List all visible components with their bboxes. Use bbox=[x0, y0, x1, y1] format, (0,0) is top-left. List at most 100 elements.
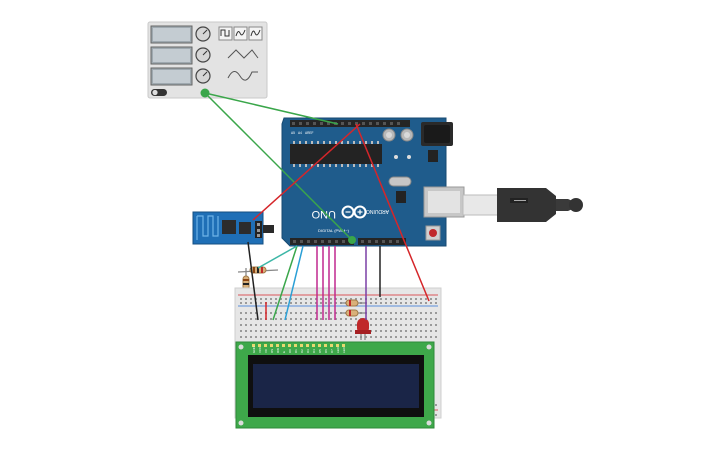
breadboard-hole[interactable] bbox=[410, 312, 412, 314]
breadboard-hole[interactable] bbox=[410, 298, 412, 300]
breadboard-hole[interactable] bbox=[390, 312, 392, 314]
usb-cable[interactable] bbox=[462, 188, 583, 222]
breadboard-hole[interactable] bbox=[270, 324, 272, 326]
breadboard-hole[interactable] bbox=[240, 324, 242, 326]
breadboard-hole[interactable] bbox=[305, 312, 307, 314]
breadboard-hole[interactable] bbox=[385, 330, 387, 332]
breadboard-hole[interactable] bbox=[435, 330, 437, 332]
breadboard-hole[interactable] bbox=[400, 324, 402, 326]
breadboard-hole[interactable] bbox=[245, 318, 247, 320]
breadboard-hole[interactable] bbox=[400, 318, 402, 320]
breadboard-hole[interactable] bbox=[315, 302, 317, 304]
breadboard-hole[interactable] bbox=[320, 324, 322, 326]
breadboard-hole[interactable] bbox=[320, 336, 322, 338]
breadboard-hole[interactable] bbox=[385, 318, 387, 320]
breadboard-hole[interactable] bbox=[370, 312, 372, 314]
power-switch[interactable] bbox=[151, 89, 167, 96]
breadboard-hole[interactable] bbox=[330, 298, 332, 300]
breadboard-hole[interactable] bbox=[280, 336, 282, 338]
breadboard-hole[interactable] bbox=[240, 298, 242, 300]
breadboard-hole[interactable] bbox=[410, 318, 412, 320]
breadboard-hole[interactable] bbox=[250, 324, 252, 326]
breadboard-hole[interactable] bbox=[395, 302, 397, 304]
breadboard-hole[interactable] bbox=[255, 336, 257, 338]
breadboard-hole[interactable] bbox=[315, 312, 317, 314]
breadboard-hole[interactable] bbox=[375, 330, 377, 332]
breadboard-hole[interactable] bbox=[355, 318, 357, 320]
breadboard-hole[interactable] bbox=[350, 298, 352, 300]
breadboard-hole[interactable] bbox=[325, 302, 327, 304]
breadboard-hole[interactable] bbox=[395, 318, 397, 320]
breadboard-hole[interactable] bbox=[300, 324, 302, 326]
lcd-16x2[interactable]: GND VCC V0 RS RW E D0 D1 D2 D3 D4 D5 D6 … bbox=[235, 341, 435, 429]
breadboard-hole[interactable] bbox=[425, 312, 427, 314]
resistor-3[interactable] bbox=[340, 299, 366, 307]
breadboard-hole[interactable] bbox=[285, 298, 287, 300]
breadboard-hole[interactable] bbox=[390, 330, 392, 332]
breadboard-hole[interactable] bbox=[370, 336, 372, 338]
breadboard-hole[interactable] bbox=[305, 302, 307, 304]
breadboard-hole[interactable] bbox=[260, 336, 262, 338]
breadboard-hole[interactable] bbox=[355, 298, 357, 300]
breadboard-hole[interactable] bbox=[240, 312, 242, 314]
breadboard-hole[interactable] bbox=[325, 312, 327, 314]
breadboard-hole[interactable] bbox=[395, 312, 397, 314]
breadboard-hole[interactable] bbox=[300, 318, 302, 320]
breadboard-hole[interactable] bbox=[240, 330, 242, 332]
breadboard-hole[interactable] bbox=[425, 324, 427, 326]
breadboard-hole[interactable] bbox=[260, 302, 262, 304]
breadboard-hole[interactable] bbox=[280, 298, 282, 300]
breadboard-hole[interactable] bbox=[420, 324, 422, 326]
breadboard-hole[interactable] bbox=[390, 324, 392, 326]
breadboard-hole[interactable] bbox=[310, 324, 312, 326]
breadboard-hole[interactable] bbox=[265, 330, 267, 332]
breadboard-hole[interactable] bbox=[330, 312, 332, 314]
breadboard-hole[interactable] bbox=[335, 330, 337, 332]
breadboard-hole[interactable] bbox=[295, 336, 297, 338]
breadboard-hole[interactable] bbox=[250, 318, 252, 320]
breadboard-hole[interactable] bbox=[315, 318, 317, 320]
breadboard-hole[interactable] bbox=[415, 312, 417, 314]
breadboard-hole[interactable] bbox=[315, 298, 317, 300]
breadboard-hole[interactable] bbox=[395, 324, 397, 326]
breadboard-hole[interactable] bbox=[275, 330, 277, 332]
breadboard-hole[interactable] bbox=[410, 330, 412, 332]
breadboard-hole[interactable] bbox=[305, 318, 307, 320]
breadboard-hole[interactable] bbox=[250, 312, 252, 314]
breadboard-hole[interactable] bbox=[245, 336, 247, 338]
breadboard-hole[interactable] bbox=[375, 318, 377, 320]
breadboard-hole[interactable] bbox=[305, 336, 307, 338]
breadboard-hole[interactable] bbox=[390, 302, 392, 304]
breadboard-hole[interactable] bbox=[330, 324, 332, 326]
breadboard-hole[interactable] bbox=[405, 312, 407, 314]
breadboard-hole[interactable] bbox=[365, 336, 367, 338]
breadboard-hole[interactable] bbox=[375, 298, 377, 300]
breadboard-hole[interactable] bbox=[325, 336, 327, 338]
breadboard-hole[interactable] bbox=[320, 302, 322, 304]
breadboard-hole[interactable] bbox=[245, 302, 247, 304]
breadboard-hole[interactable] bbox=[435, 318, 437, 320]
breadboard-hole[interactable] bbox=[390, 298, 392, 300]
breadboard-hole[interactable] bbox=[415, 330, 417, 332]
breadboard-hole[interactable] bbox=[430, 298, 432, 300]
reset-button[interactable] bbox=[425, 225, 441, 241]
breadboard-hole[interactable] bbox=[340, 318, 342, 320]
breadboard-hole[interactable] bbox=[310, 318, 312, 320]
breadboard-hole[interactable] bbox=[280, 312, 282, 314]
breadboard-hole[interactable] bbox=[310, 330, 312, 332]
breadboard-hole[interactable] bbox=[435, 404, 437, 406]
breadboard-hole[interactable] bbox=[405, 336, 407, 338]
breadboard-hole[interactable] bbox=[375, 312, 377, 314]
breadboard-hole[interactable] bbox=[410, 324, 412, 326]
breadboard-hole[interactable] bbox=[430, 336, 432, 338]
breadboard-hole[interactable] bbox=[250, 298, 252, 300]
breadboard-hole[interactable] bbox=[435, 414, 437, 416]
breadboard-hole[interactable] bbox=[315, 330, 317, 332]
breadboard-hole[interactable] bbox=[410, 336, 412, 338]
breadboard-hole[interactable] bbox=[370, 298, 372, 300]
breadboard-hole[interactable] bbox=[335, 312, 337, 314]
breadboard-hole[interactable] bbox=[380, 302, 382, 304]
breadboard-hole[interactable] bbox=[405, 298, 407, 300]
breadboard-hole[interactable] bbox=[285, 330, 287, 332]
breadboard-hole[interactable] bbox=[350, 330, 352, 332]
